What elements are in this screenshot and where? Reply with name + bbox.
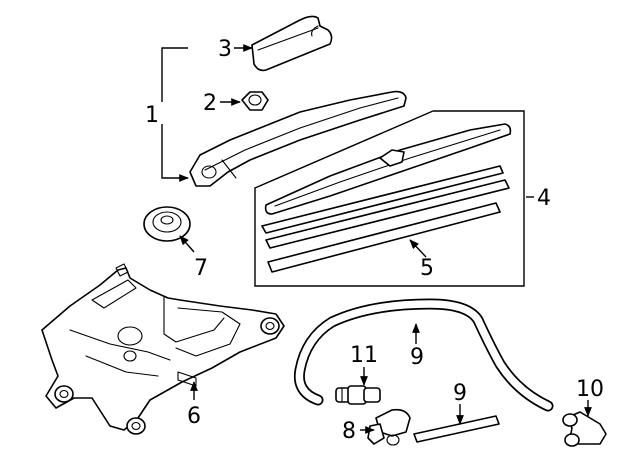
- callout-8: 8: [342, 419, 356, 444]
- hose-elbow: [562, 411, 607, 447]
- wiper-motor: [41, 263, 285, 435]
- blade-refill-upper: [261, 165, 504, 234]
- washer-hose-long: [293, 298, 554, 412]
- wiper-arm-nut: [241, 91, 269, 111]
- wiper-arm-cap: [251, 15, 333, 72]
- washer-nozzle: [367, 408, 411, 446]
- callout-3: 3: [218, 37, 232, 62]
- callout-6: 6: [187, 404, 201, 429]
- wiper-blade: [264, 123, 512, 215]
- callout-10: 10: [576, 377, 604, 402]
- blade-refill-lower: [267, 202, 501, 273]
- blade-refill-middle: [265, 179, 510, 249]
- callout-1: 1: [145, 103, 159, 128]
- callout-11: 11: [350, 343, 378, 368]
- washer-hose-short: [413, 415, 500, 443]
- callout-9-short-hose: 9: [453, 381, 467, 406]
- leader-lines: [161, 44, 592, 434]
- blade-assembly-frame: [254, 110, 525, 287]
- callout-9-long-hose: 9: [410, 345, 424, 370]
- callout-5: 5: [420, 256, 434, 281]
- callout-7: 7: [194, 256, 208, 281]
- wiper-arm: [189, 90, 407, 187]
- grommet: [143, 206, 191, 242]
- callout-4: 4: [537, 186, 551, 211]
- callout-2: 2: [203, 91, 217, 116]
- hose-connector: [335, 385, 381, 405]
